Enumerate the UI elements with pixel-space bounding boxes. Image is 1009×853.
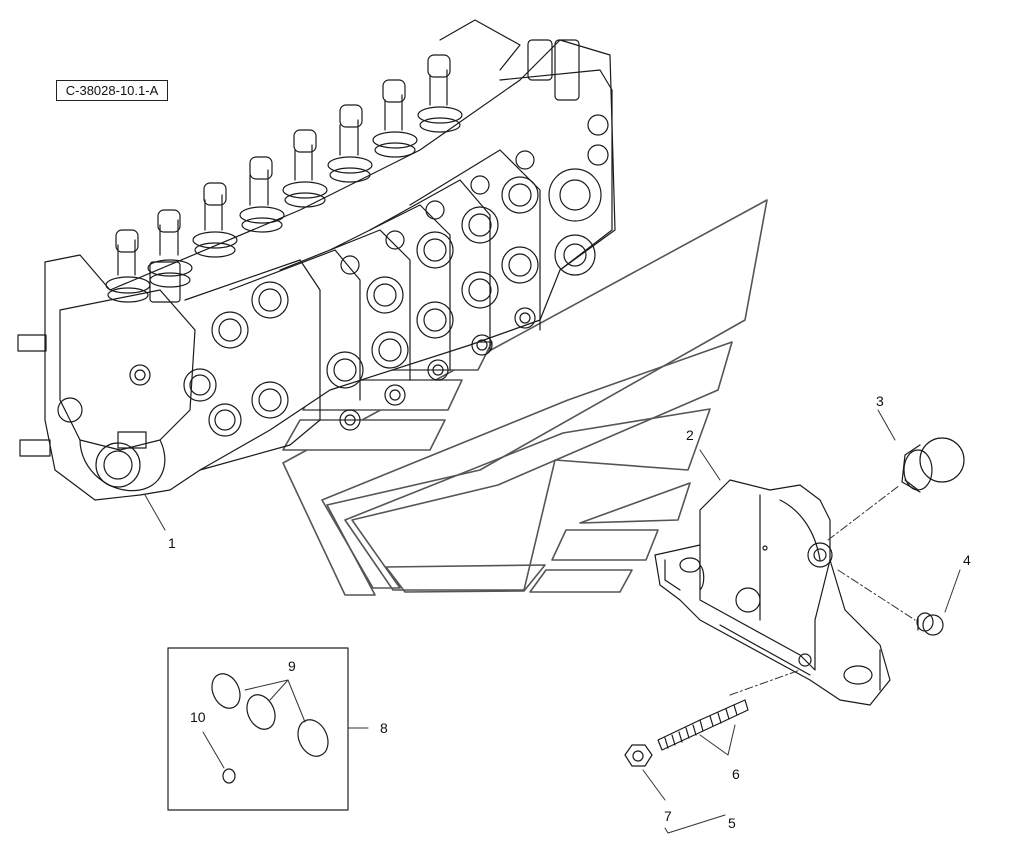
callout-7: 7	[664, 808, 672, 824]
control-valve-block	[17, 19, 616, 501]
diagram-reference-code: C-38028-10.1-A	[56, 80, 168, 101]
seal-kit-box	[167, 647, 349, 811]
small-plug-part	[916, 612, 944, 636]
callout-10: 10	[190, 709, 206, 725]
callout-6: 6	[732, 766, 740, 782]
leader-lines	[144, 409, 961, 834]
callout-4: 4	[963, 552, 971, 568]
callout-1: 1	[168, 535, 176, 551]
callout-3: 3	[876, 393, 884, 409]
plug-part	[901, 437, 965, 493]
callout-5: 5	[728, 815, 736, 831]
stud-bolt	[657, 699, 749, 751]
mounting-bracket	[654, 479, 891, 706]
callout-8: 8	[380, 720, 388, 736]
callout-2: 2	[686, 427, 694, 443]
hex-nut	[624, 744, 653, 767]
callout-9: 9	[288, 658, 296, 674]
